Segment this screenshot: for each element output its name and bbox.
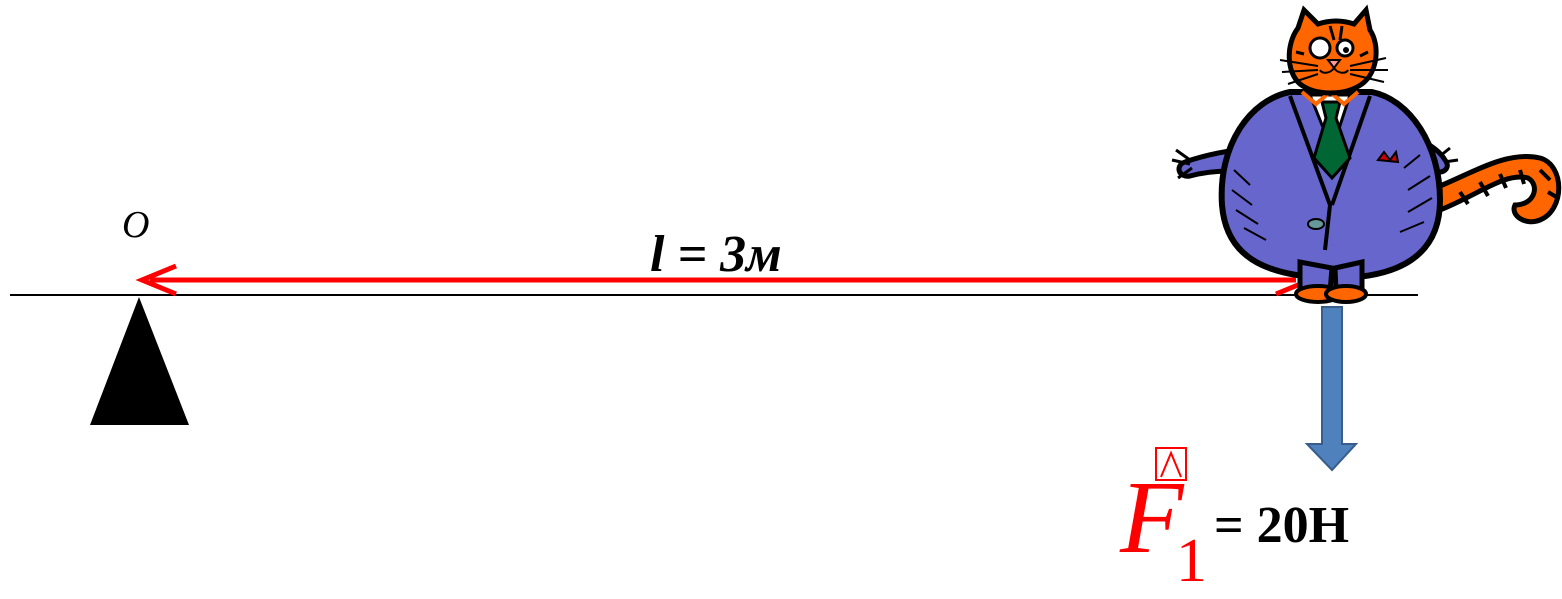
pivot-label: O [122,204,150,246]
down-force-arrow-icon [1304,306,1359,472]
force-subscript: 1 [1176,527,1207,595]
fulcrum-triangle-icon [90,297,189,425]
length-label: l = 3м [650,226,782,283]
force-symbol: F [1120,460,1184,575]
vector-accent-icon [1155,447,1187,481]
force-value: = 20Н [1214,497,1350,554]
fat-cat-businessman-icon [1171,4,1562,304]
